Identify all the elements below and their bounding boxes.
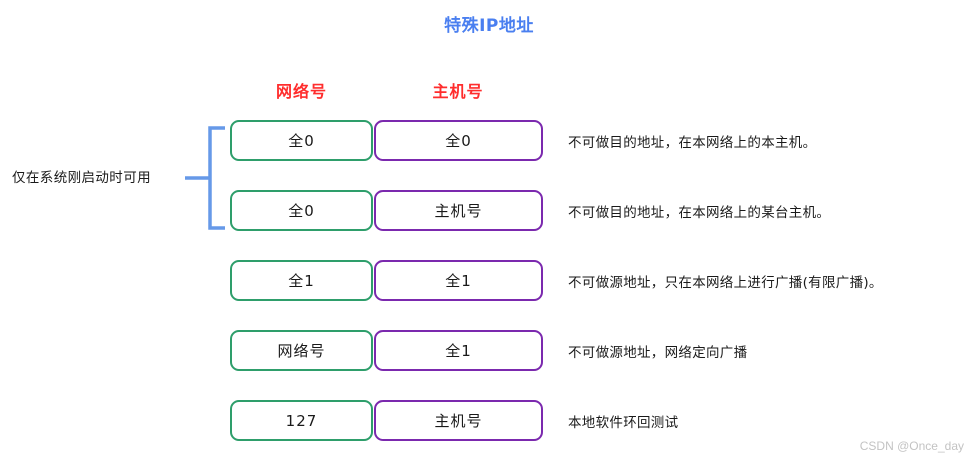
network-field: 全0 [230, 190, 373, 231]
row-description: 不可做源地址，只在本网络上进行广播(有限广播)。 [568, 275, 883, 291]
group-bracket-icon [185, 126, 225, 230]
network-field: 全0 [230, 120, 373, 161]
host-field: 主机号 [374, 400, 543, 441]
host-field: 全0 [374, 120, 543, 161]
address-row: 网络号 全1 [230, 330, 543, 371]
row-description: 本地软件环回测试 [568, 415, 679, 431]
network-field: 全1 [230, 260, 373, 301]
page-title: 特殊IP地址 [444, 16, 534, 36]
watermark: CSDN @Once_day [859, 439, 964, 453]
row-description: 不可做目的地址，在本网络上的某台主机。 [568, 205, 831, 221]
address-row: 全0 主机号 [230, 190, 543, 231]
host-field: 主机号 [374, 190, 543, 231]
network-field: 网络号 [230, 330, 373, 371]
address-row: 127 主机号 [230, 400, 543, 441]
row-description: 不可做目的地址，在本网络上的本主机。 [568, 135, 817, 151]
row-description: 不可做源地址，网络定向广播 [568, 345, 748, 361]
column-header-host: 主机号 [432, 82, 484, 101]
address-row: 全0 全0 [230, 120, 543, 161]
host-field: 全1 [374, 260, 543, 301]
network-field: 127 [230, 400, 373, 441]
host-field: 全1 [374, 330, 543, 371]
column-header-network: 网络号 [275, 82, 327, 101]
address-row: 全1 全1 [230, 260, 543, 301]
group-note-label: 仅在系统刚启动时可用 [12, 170, 151, 186]
